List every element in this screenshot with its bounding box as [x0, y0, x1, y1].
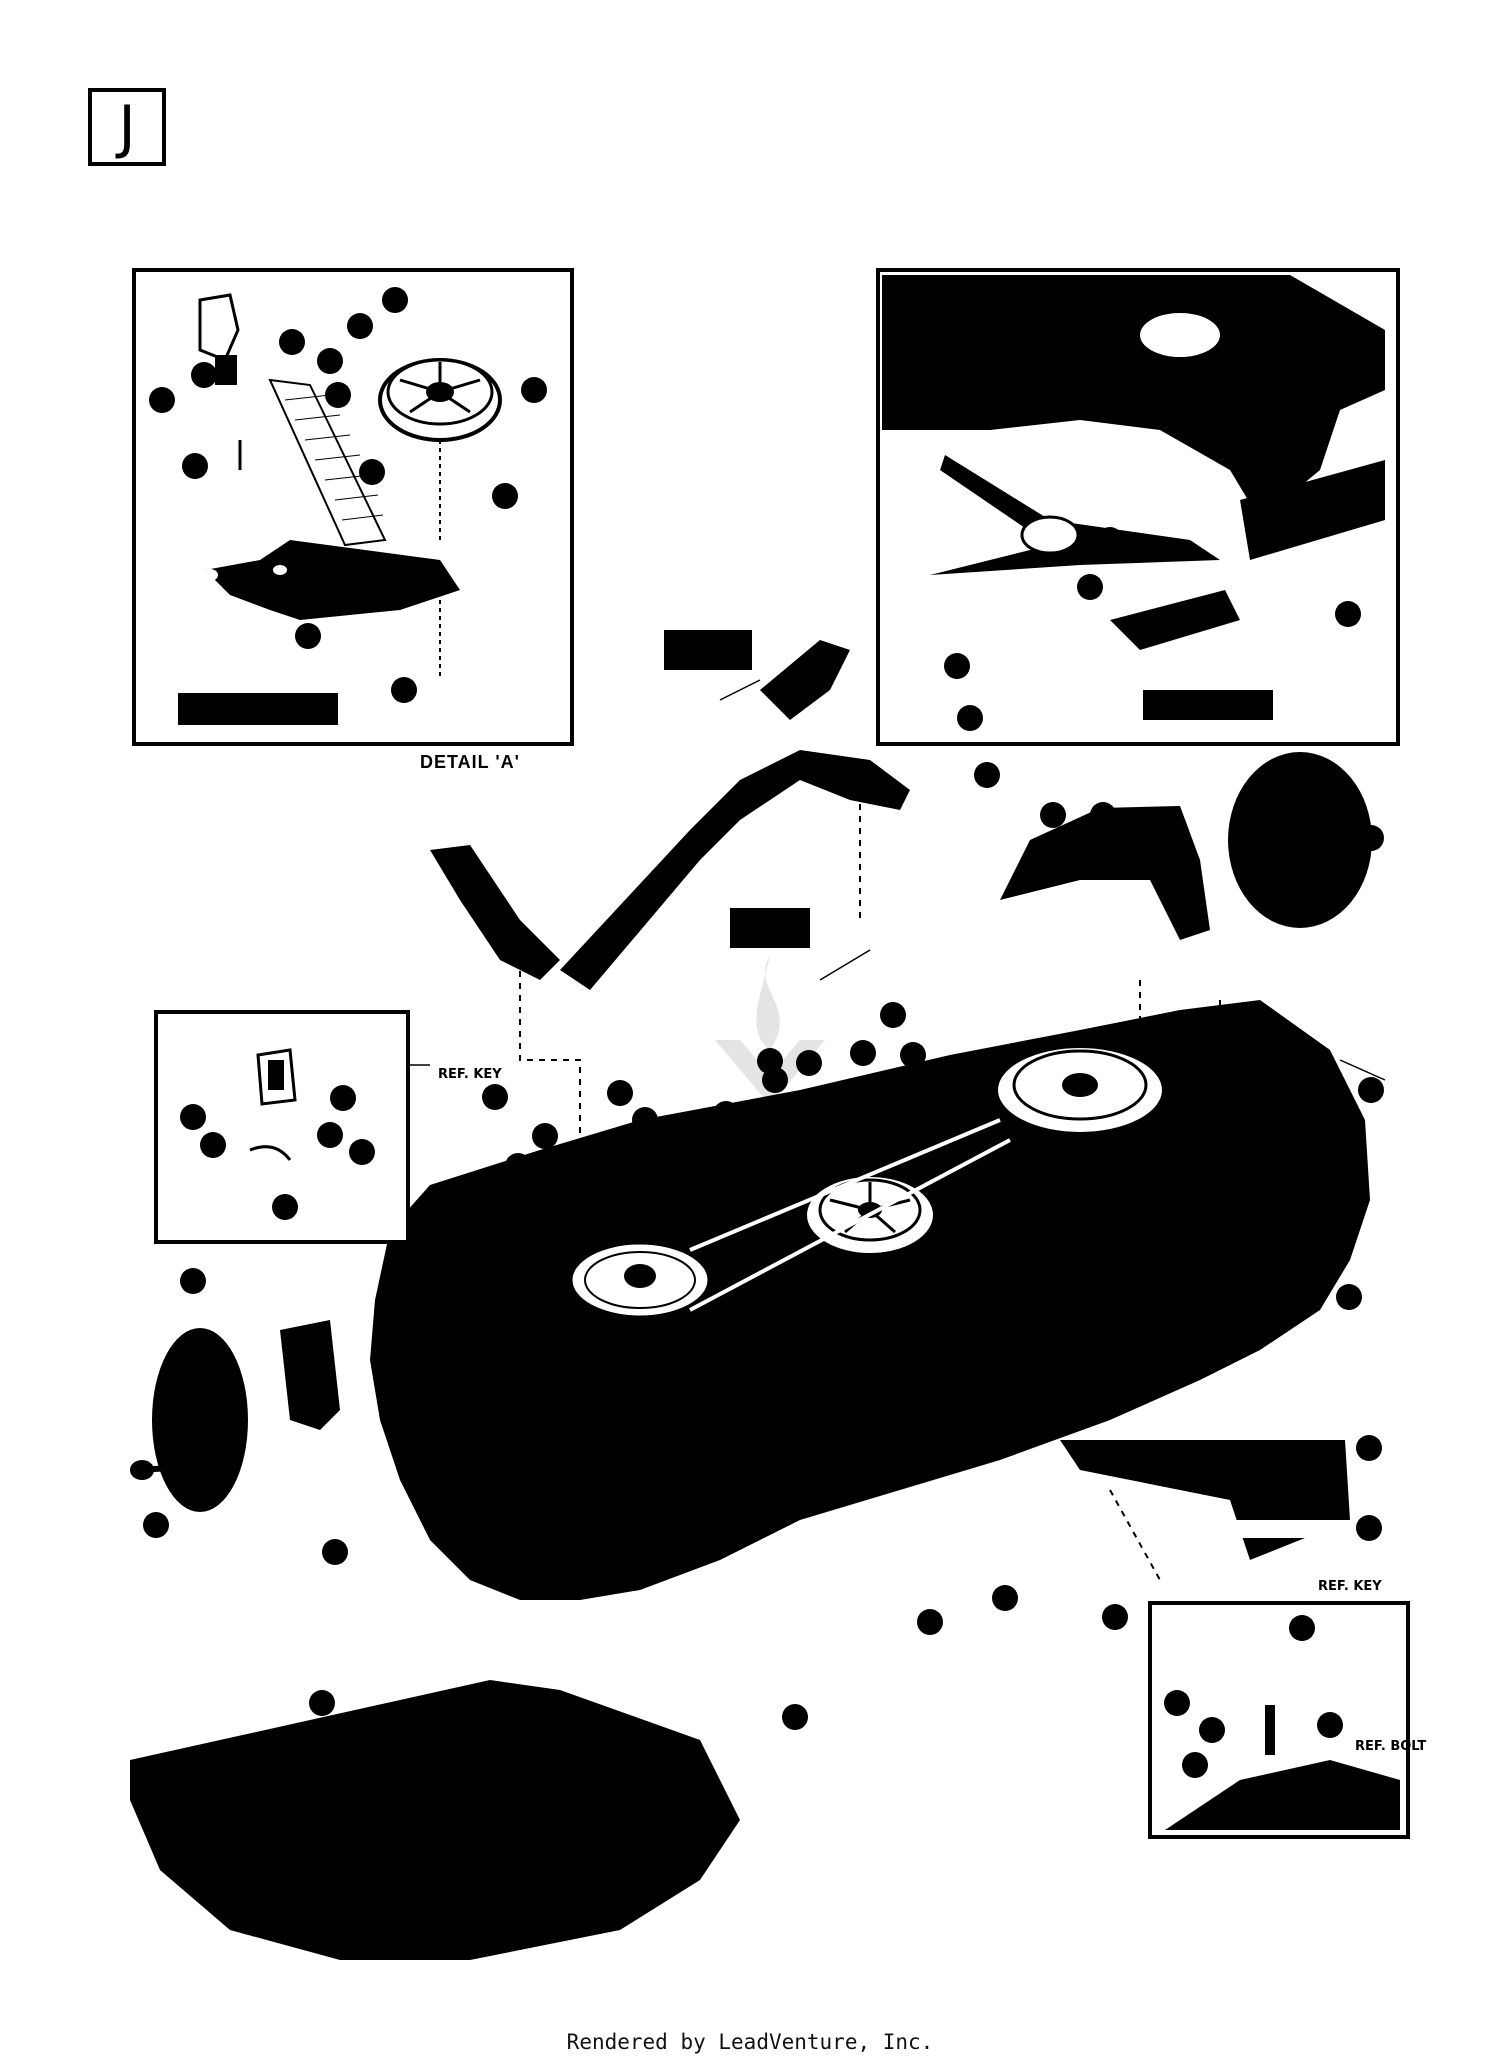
- section-marker: J: [88, 88, 166, 166]
- detail-a-inset: [132, 268, 574, 746]
- detail-a-caption: DETAIL 'A': [420, 752, 520, 772]
- blade-engine-inset: [876, 268, 1400, 746]
- ref-bolt-label: REF. BOLT: [1355, 1739, 1426, 1754]
- mower-deck: [130, 630, 1386, 1960]
- footer-credit: Rendered by LeadVenture, Inc.: [566, 2030, 934, 2054]
- left-detail-inset: REF. KEY: [154, 1010, 508, 1244]
- section-letter: J: [118, 93, 136, 161]
- ref-key-label-left: REF. KEY: [438, 1067, 502, 1082]
- ref-key-label-right: REF. KEY: [1318, 1579, 1382, 1594]
- leadventure-watermark-icon: [715, 955, 825, 1105]
- bottom-right-inset: REF. KEY REF. BOLT: [1148, 1579, 1426, 1839]
